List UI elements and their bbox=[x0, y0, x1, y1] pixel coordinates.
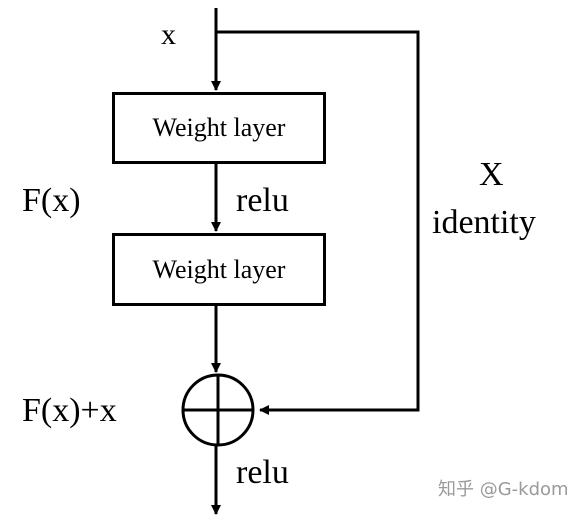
sum-node bbox=[181, 373, 255, 447]
relu-label-2: relu bbox=[236, 454, 289, 491]
identity-label: identity bbox=[432, 204, 536, 241]
weight-layer-2: Weight layer bbox=[112, 233, 326, 306]
watermark: 知乎 @G-kdom bbox=[438, 479, 569, 500]
fx-label: F(x) bbox=[22, 182, 81, 219]
weight-layer-1: Weight layer bbox=[112, 92, 326, 164]
x-label: X bbox=[479, 156, 504, 193]
identity-skip-connection bbox=[216, 30, 420, 415]
input-label: x bbox=[161, 18, 176, 51]
relu-label-1: relu bbox=[236, 182, 289, 219]
sum-label: F(x)+x bbox=[22, 392, 117, 429]
